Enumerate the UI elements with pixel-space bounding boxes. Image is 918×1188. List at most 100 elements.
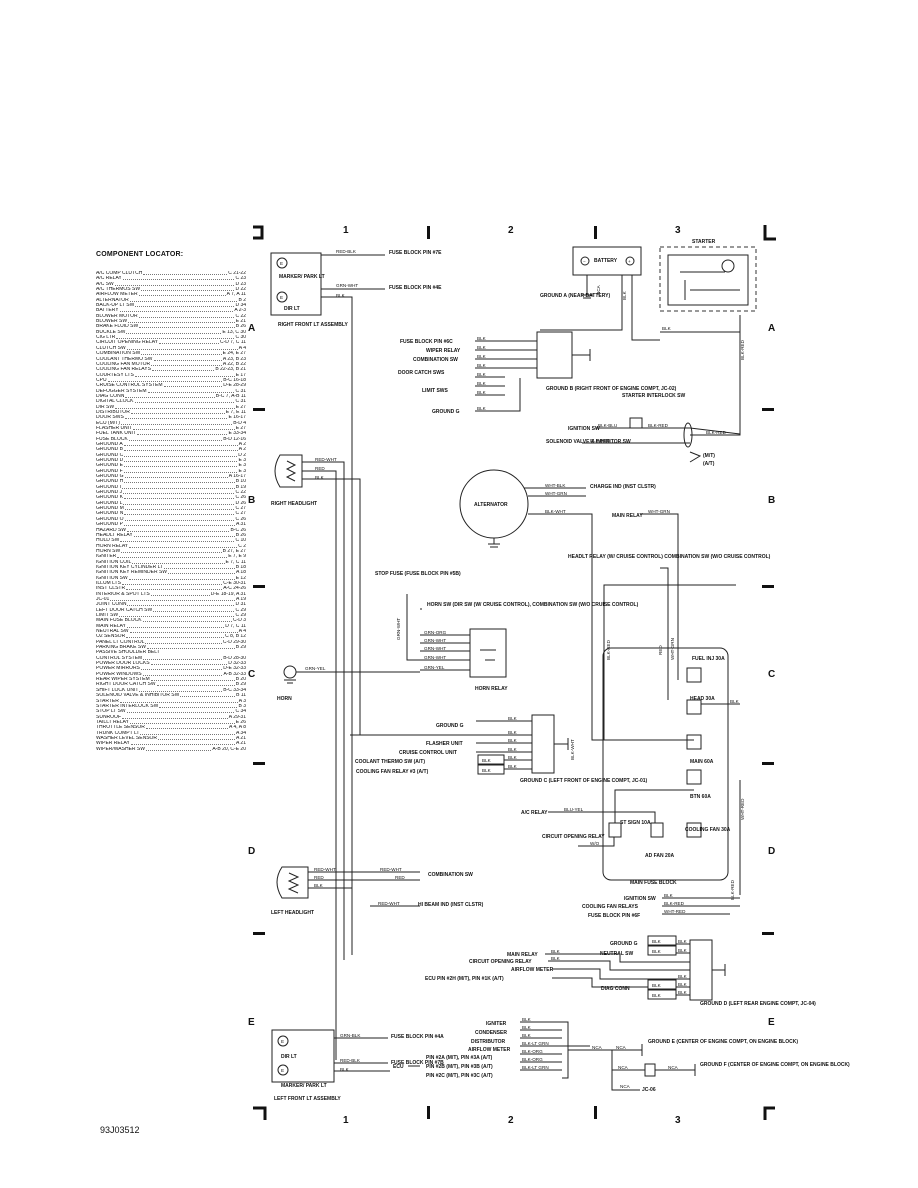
- ground-d-label: GROUND D (LEFT REAR ENGINE COMPT, JC-04): [700, 1001, 816, 1007]
- ground-b-connector: [536, 331, 573, 379]
- wire-blk-ltgrn2: BLK-LT GRN: [522, 1065, 549, 1070]
- wire-blk-head: BLK: [730, 699, 740, 704]
- locator-location: C 22: [235, 313, 246, 319]
- locator-location: C-D 29-30: [222, 639, 246, 645]
- horn: HORN: [277, 665, 297, 702]
- locator-location: E 3: [238, 458, 246, 464]
- wire-blk-wiper: BLK: [477, 345, 487, 350]
- locator-location: D 26: [235, 500, 246, 506]
- wire-grn-wht-3: GRN-WHT: [424, 646, 446, 651]
- row-label-b-left: B: [248, 495, 255, 506]
- locator-name: STARTER: [96, 698, 119, 704]
- locator-location: A 4: [238, 345, 246, 351]
- ground-d-connector: [689, 939, 713, 1001]
- fuse-cooling-fan: COOLING FAN 30A: [685, 827, 731, 833]
- locator-name: FUSE BLOCK: [96, 436, 128, 442]
- locator-location: C 34: [235, 709, 246, 715]
- row-label-b-right: B: [768, 495, 775, 506]
- locator-location: C 31: [235, 388, 246, 394]
- locator-row: DEFOGGER SYSTEM C 31: [96, 389, 246, 394]
- locator-name: A/C THERMOS SW: [96, 287, 141, 293]
- grid-ticks: [253, 226, 774, 1119]
- locator-location: A 34: [235, 730, 246, 736]
- wire-red-blk-lf: RED-BLK: [340, 1058, 361, 1063]
- locator-name: HOLD SW: [96, 538, 120, 544]
- locator-location: C 27: [235, 506, 246, 512]
- locator-name: BRAKE FLUID SW: [96, 324, 139, 330]
- locator-name: GROUND K: [96, 495, 123, 501]
- fuse-fuel-inj: FUEL INJ 30A: [692, 656, 725, 662]
- battery-label: BATTERY: [594, 258, 618, 264]
- alternator: ALTERNATOR: [459, 469, 529, 548]
- row-label-c-left: C: [248, 669, 255, 680]
- locator-name: GROUND A: [96, 442, 123, 447]
- locator-name: DEFOGGER SYSTEM: [96, 388, 147, 394]
- locator-location: E 26: [235, 719, 246, 725]
- battery: − + BATTERY: [572, 246, 642, 276]
- wire-blu-yel: BLU-YEL: [564, 807, 584, 812]
- locator-name: JC-01: [96, 596, 110, 602]
- locator-location: B-D 12-16: [223, 436, 246, 442]
- wire-blk-c2: BLK: [508, 730, 518, 735]
- wire-grn-wht-1: GRN-WHT: [336, 283, 358, 288]
- label-main-relay-e: MAIN RELAY: [507, 952, 538, 958]
- label-pin-2b: PIN #2B (M/T), PIN #3B (A/T): [426, 1064, 493, 1070]
- label-at: (A/T): [703, 461, 715, 467]
- wire-blk-red-v: BLK-RED: [606, 639, 611, 660]
- wire-blk-red-v2: BLK-RED: [730, 879, 735, 900]
- horn-relay-label: HORN RELAY: [475, 686, 508, 692]
- wire-nca-2: NCA: [616, 1045, 627, 1050]
- document-id: 93J03512: [100, 1125, 140, 1135]
- locator-location: C 26: [235, 516, 246, 522]
- label-pin-2c: PIN #2C (M/T), PIN #3C (A/T): [426, 1073, 493, 1079]
- locator-name: DIR SW: [96, 404, 115, 410]
- locator-location: D 34: [235, 303, 246, 309]
- left-front-lt-assembly: E E DIR LT MARKER/ PARK LT LEFT FRONT LT…: [271, 1029, 341, 1102]
- locator-location: B-C 33-34: [223, 687, 246, 693]
- starter: STARTER: [659, 239, 757, 312]
- starter-label: STARTER: [692, 239, 716, 245]
- locator-location: A 3: [238, 698, 246, 704]
- locator-name: POWER MIRRORS: [96, 666, 140, 672]
- label-ignition-sw-a: IGNITION SW: [568, 426, 600, 432]
- locator-location: D 7, C 11: [225, 623, 246, 629]
- label-ignition-sw-d: IGNITION SW: [624, 896, 656, 902]
- wire-nca-bat: NCA: [596, 284, 601, 295]
- label-ecu: ECU: [393, 1064, 404, 1070]
- svg-text:E: E: [281, 1039, 284, 1044]
- locator-name: TRUNK COMPT LT: [96, 730, 140, 736]
- wire-blk-wht: BLK-WHT: [545, 509, 566, 514]
- alternator-label: ALTERNATOR: [474, 502, 508, 508]
- locator-location: B 26: [235, 324, 246, 330]
- locator-name: WIPER RELAY: [96, 741, 130, 747]
- locator-name: NEUTRAL SW: [96, 629, 129, 635]
- locator-name: CONTROL SYSTEM: [96, 655, 143, 661]
- locator-location: C 31: [235, 399, 246, 405]
- locator-name: ILLUM LTS: [96, 580, 121, 586]
- locator-name: ECU (M/T): [96, 420, 120, 426]
- wire-blk-combo: BLK: [477, 354, 487, 359]
- locator-row: PASSIVE SHOULDER BELT: [96, 650, 246, 655]
- locator-location: B 2: [238, 297, 246, 303]
- locator-name: LIMIT SW: [96, 613, 119, 618]
- locator-name: FLASHER UNIT: [96, 425, 133, 431]
